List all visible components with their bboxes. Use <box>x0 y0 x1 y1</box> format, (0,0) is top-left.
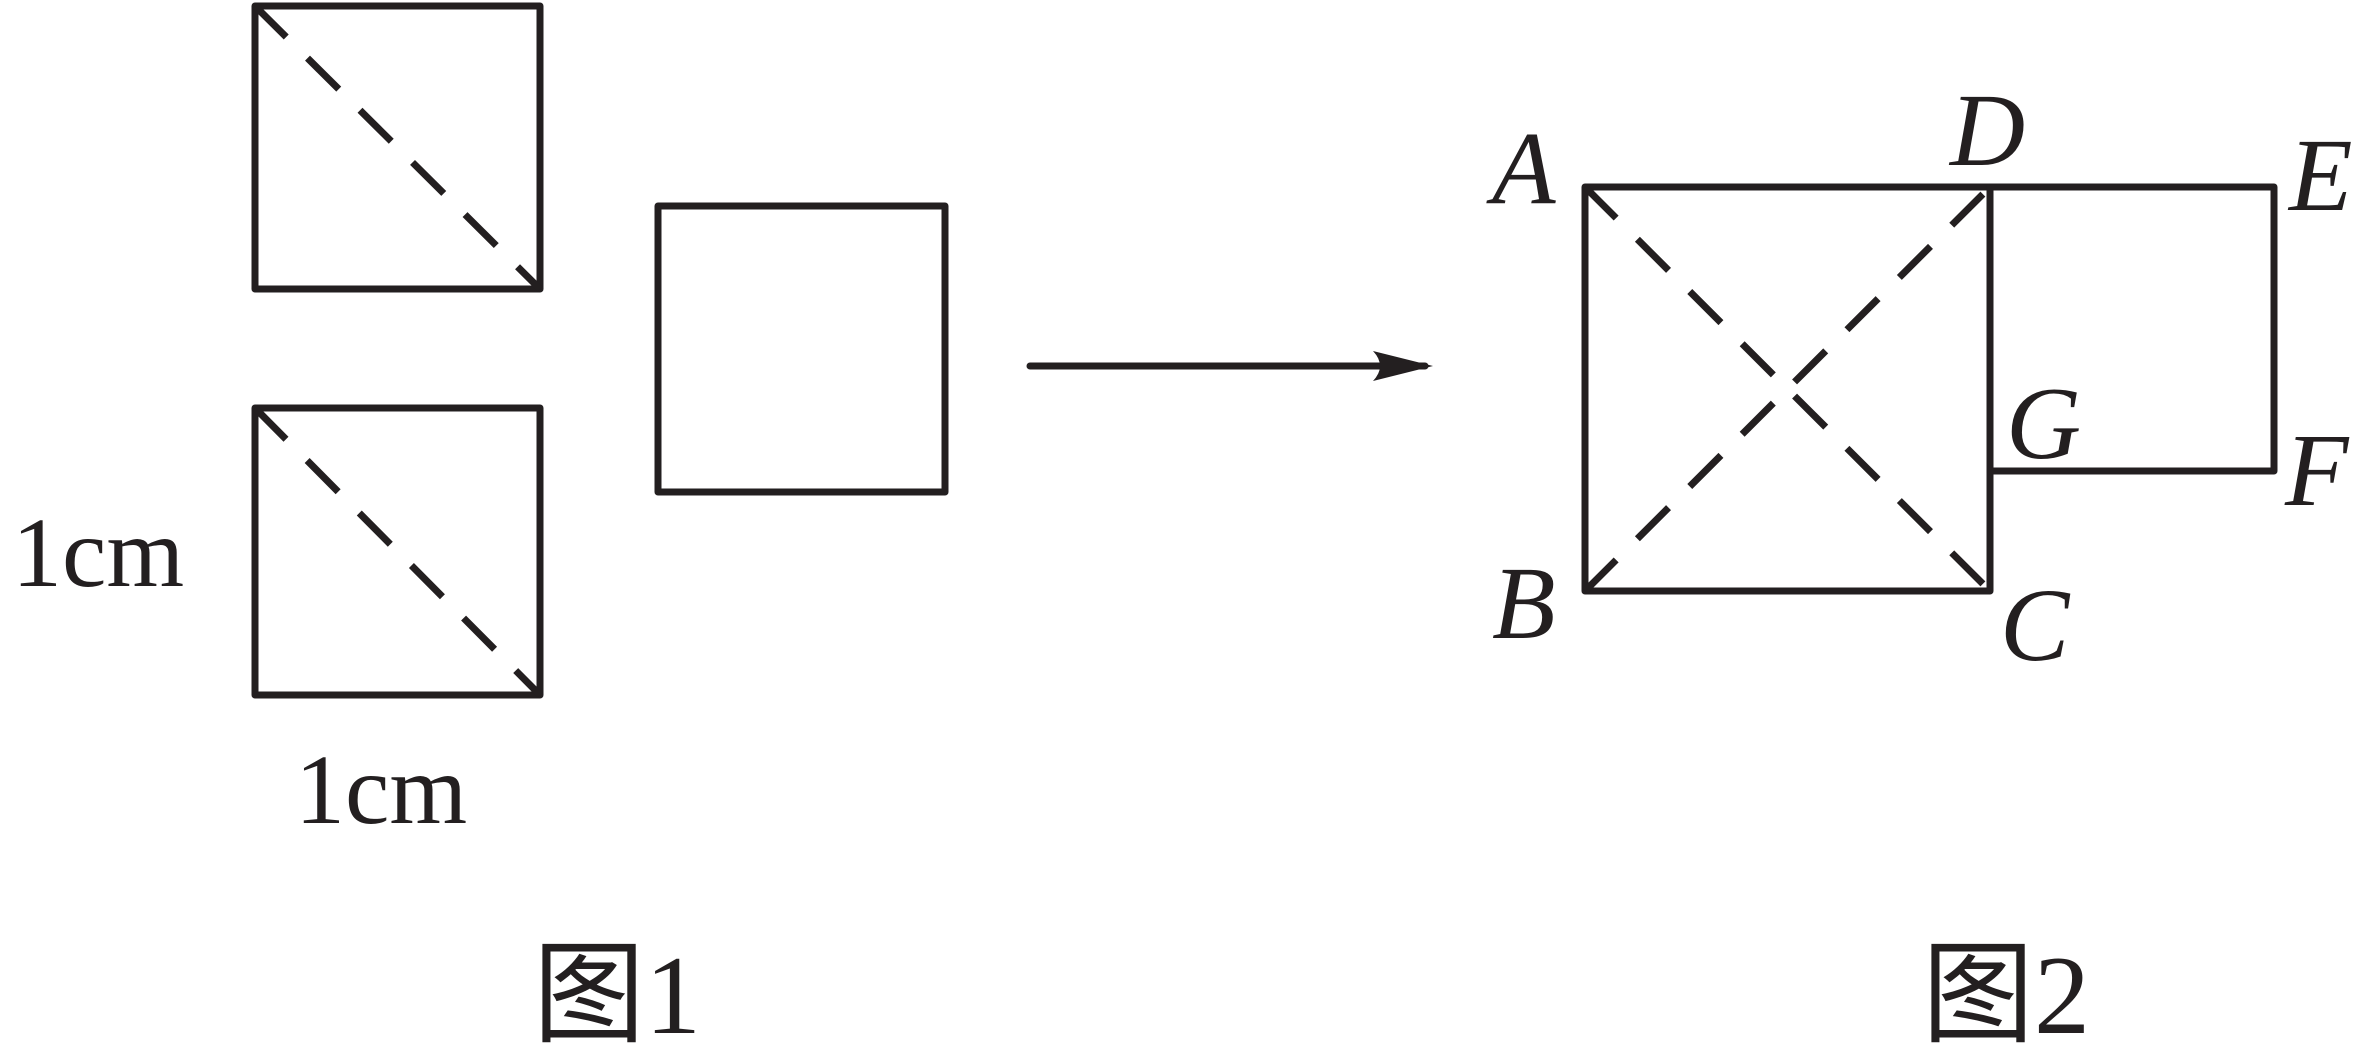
figure-2: A D E G F B C 图2 <box>1486 73 2353 1044</box>
fig1-caption: 图1 <box>533 934 701 1044</box>
fig2-diagonal-bd <box>1582 184 1993 594</box>
fig1-top-diagonal <box>252 3 543 292</box>
fig1-bottom-side-label: 1cm <box>295 734 467 845</box>
point-label-f: F <box>2284 413 2350 528</box>
point-label-a: A <box>1486 111 1556 226</box>
point-label-c: C <box>2000 568 2071 683</box>
point-label-e: E <box>2287 118 2353 233</box>
fig2-rectangle-defg <box>1986 183 2278 475</box>
point-label-b: B <box>1492 546 1556 661</box>
figure-1: 1cm 1cm 图1 <box>12 2 949 1044</box>
fig2-caption: 图2 <box>1922 934 2090 1044</box>
fig1-bottom-diagonal <box>252 405 543 698</box>
point-label-g: G <box>2006 366 2081 481</box>
fig1-top-square <box>251 2 544 293</box>
fig2-square-abcd <box>1581 183 1994 595</box>
point-label-d: D <box>1948 73 2025 188</box>
fig1-bottom-square <box>251 404 544 699</box>
fig1-assembled-square <box>654 202 949 496</box>
fig2-diagonal-ac <box>1582 184 1993 594</box>
fig1-left-side-label: 1cm <box>12 497 184 608</box>
